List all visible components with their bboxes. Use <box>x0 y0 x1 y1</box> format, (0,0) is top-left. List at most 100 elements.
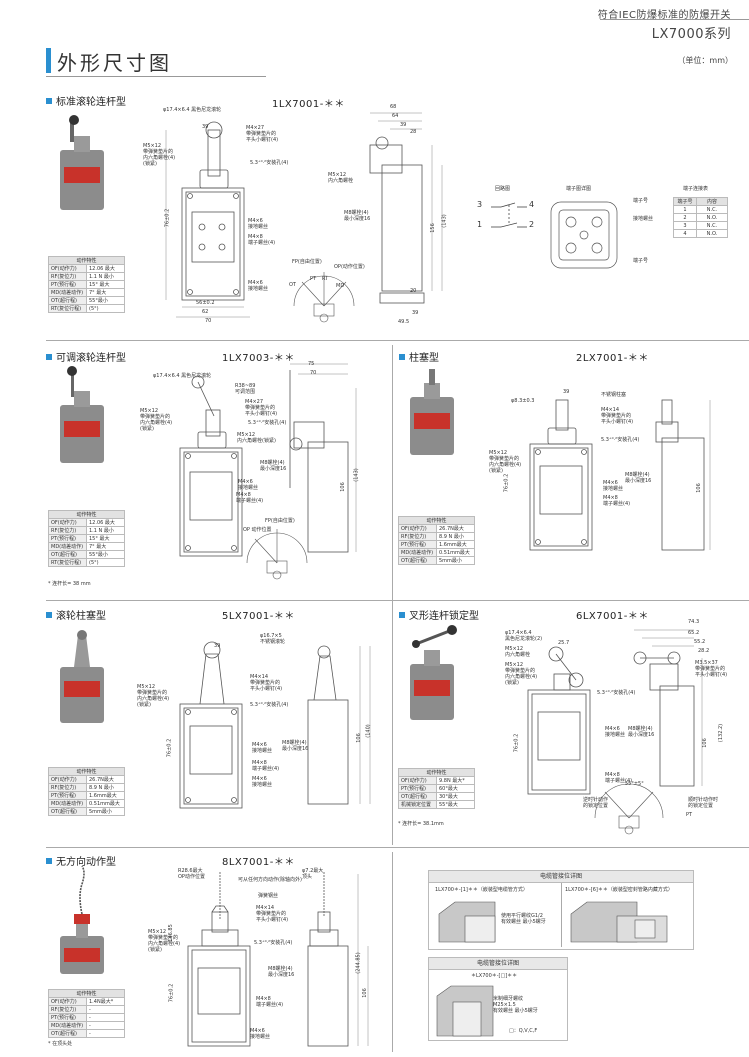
label-fork-m5x12: M5×12 带弹簧垫片的 内六角螺栓(4) (锁紧) <box>505 662 538 686</box>
spec-key: OT(超行程) <box>398 556 437 565</box>
spec-key: MD(动差动作) <box>48 1021 87 1030</box>
dim-20: 20 <box>410 288 417 294</box>
spec-key: RT(复位行程) <box>48 304 87 313</box>
dim-143: (143) <box>441 214 448 228</box>
drawing-omni-front <box>187 872 251 1047</box>
label-std-m4x8: M4×8 端子螺丝(4) <box>248 234 276 246</box>
label-plg-m5x12: M5×12 带弹簧垫片的 内六角螺栓(4) (锁紧) <box>489 450 522 474</box>
spec-key: OF(动作力) <box>398 524 437 533</box>
spec-title: 动作特性 <box>48 989 125 998</box>
spec-value: 1.1 N 最小 <box>86 272 125 281</box>
spec-value: 1.4N最大* <box>86 997 125 1006</box>
dim-rp-106: 106 <box>355 733 362 743</box>
conduit-panel-sub: 电缆管接位详图 ＊LX700＊-[□]＊＊ 米制细牙螺纹 M25×1.5 有效螺… <box>428 957 568 1041</box>
label-fork-top: φ17.4×6.4 黑色尼龙滚轮(2) <box>505 630 543 642</box>
drawing-adjustable-arc <box>246 529 308 580</box>
label-std-ot: OT <box>289 282 296 288</box>
dim-64: 64 <box>392 113 399 119</box>
terminal-diagram-label-3: 端子号 <box>633 258 649 264</box>
conduit-panel-main: 电缆管接位详图 1LX700＊-[1]＊＊（嵌装型电缆管方式） 1LX700＊-… <box>428 870 694 950</box>
dim-rp-140: (140) <box>365 724 372 738</box>
drawing-roller-plunger-front <box>179 641 243 809</box>
section-divider-3 <box>46 847 749 848</box>
spec-key: 机械锁定位置 <box>398 800 437 809</box>
spec-key: PT(预行程) <box>398 540 437 549</box>
spec-key: OF(动作力) <box>48 264 87 273</box>
label-std-pt: PT <box>310 276 317 282</box>
label-std-m4x6a: M4×6 接地螺丝 <box>248 218 269 230</box>
spec-key: MD(动差动作) <box>398 548 437 557</box>
label-adj-r: R38~89 可调范围 <box>235 383 256 395</box>
drawing-roller-plunger-side <box>307 645 371 805</box>
dim-adj-143: (143) <box>353 468 360 482</box>
label-std-op: OP(动作位置) <box>334 264 365 270</box>
spec-key: RF(复位力) <box>48 1005 87 1014</box>
drawing-plunger-side <box>655 399 711 551</box>
table-cell: N.C. <box>696 221 728 230</box>
terminal-3: 3 <box>477 200 483 209</box>
dim-39: 39 <box>202 124 209 130</box>
terminal-diagram-label-1: 端子号 <box>633 198 649 204</box>
drawing-fork-side <box>633 629 703 787</box>
spec-key: RF(复位力) <box>48 272 87 281</box>
dim-68: 68 <box>390 104 397 110</box>
label-plg-m4x6: M4×6 接地螺丝 <box>603 480 624 492</box>
label-rp-m4x6: M4×6 接地螺丝 <box>252 742 273 754</box>
circuit-title: 回路图 <box>495 186 511 192</box>
label-std-m4x27: M4×27 带弹簧垫片的 平头小螺钉(4) <box>246 125 279 143</box>
product-photo-adjustable-roller <box>60 366 104 463</box>
label-std-m5x12s: M5×12 内六角螺栓 <box>328 172 354 184</box>
model-plunger: 2LX7001-＊＊ <box>576 353 649 364</box>
dim-omni-76: 76±0.2 <box>168 983 175 1003</box>
dim-adj-75: 75 <box>308 361 315 367</box>
label-plg-stainless: 不锈钢柱塞 <box>601 392 627 398</box>
label-adj-m5x12b: M5×12 内六角螺栓(锁紧) <box>237 432 276 444</box>
label-std-fp: FP(自由位置) <box>292 259 322 265</box>
spec-key: PT(预行程) <box>398 784 437 793</box>
conduit-drawing-2 <box>570 901 668 943</box>
label-adj-m4x8: M4×8 端子螺丝(4) <box>236 492 264 504</box>
terminal-diagram-title: 端子图详图 <box>566 186 592 192</box>
label-rp-hole: 5.3⁺⁰·²安装孔(4) <box>250 702 289 708</box>
spec-key: MD(动差动作) <box>48 542 87 551</box>
dim-49-5: 49.5 <box>398 319 410 325</box>
drawing-adjustable-side <box>289 363 357 553</box>
column-divider-2 <box>392 852 393 1052</box>
dim-fork-132: (132.2) <box>718 723 725 743</box>
terminal-4: 4 <box>529 200 535 209</box>
terminal-diagram <box>550 201 618 269</box>
conduit-sub-model: ＊LX700＊-[□]＊＊ <box>471 973 518 979</box>
table-cell: N.O. <box>696 213 728 222</box>
label-plg-m8: M8螺栓(4) 最小深度16 <box>625 472 652 484</box>
section-roller-plunger: 滚轮柱塞型 <box>46 607 106 622</box>
label-rp-m4x8: M4×8 端子螺丝(4) <box>252 760 280 772</box>
label-std-hole: 5.3⁺⁰·²安装孔(4) <box>250 160 289 166</box>
dim-39b: 39 <box>400 122 407 128</box>
spec-value: 12.06 最大 <box>86 518 125 527</box>
spec-value: 5mm最小 <box>436 556 475 565</box>
label-omni-hole: 5.3⁺⁰·²安装孔(4) <box>254 940 293 946</box>
label-std-m8: M8螺栓(4) 最小深度16 <box>344 210 371 222</box>
dim-omni-244: (244.85) <box>355 952 362 974</box>
table-cell: N.C. <box>696 205 728 214</box>
dim-adj-70: 70 <box>310 370 317 376</box>
dim-omni-146: 146.85 <box>167 924 174 942</box>
label-omni-m4x6: M4×6 接地螺丝 <box>250 1028 271 1040</box>
section-divider-2 <box>46 600 749 601</box>
label-std-m4x6b: M4×6 接地螺丝 <box>248 280 269 292</box>
spec-title: 动作特性 <box>48 256 125 265</box>
table-cell: N.O. <box>696 229 728 238</box>
label-rp-m4x6b: M4×6 接地螺丝 <box>252 776 273 788</box>
spec-key: RF(复位力) <box>48 783 87 792</box>
spec-key: PT(预行程) <box>48 1013 87 1022</box>
model-adjustable-roller: 1LX7003-＊＊ <box>222 353 295 364</box>
page-title: 外形尺寸图 <box>57 51 172 75</box>
label-rp-m5x12: M5×12 带弹簧垫片的 内六角螺栓(4) (锁紧) <box>137 684 170 708</box>
spec-title: 动作特性 <box>48 767 125 776</box>
table-cell: 4 <box>673 229 697 238</box>
spec-value: 9.8N 最大* <box>436 776 475 785</box>
spec-value: 7° 最大 <box>86 288 125 297</box>
dim-fork-65: 65.2 <box>688 630 700 636</box>
terminal-diagram-label-2: 接地螺丝 <box>633 216 654 222</box>
